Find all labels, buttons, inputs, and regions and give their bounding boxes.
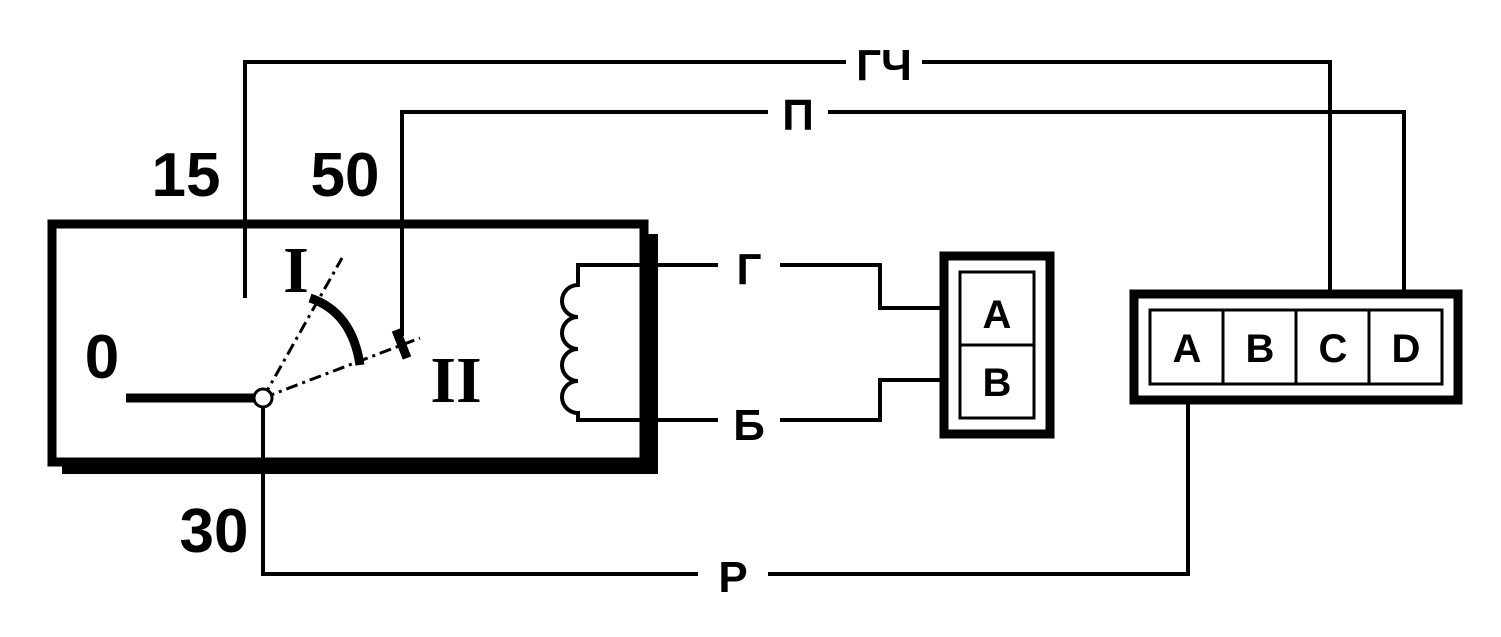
switch-body [47,219,649,467]
wire-b-label: Б [733,401,765,450]
connector-4pin [1129,289,1463,405]
wire-r-label: Р [718,553,747,602]
connector-4pin-b: B [1246,327,1275,371]
connector-2pin-b: B [983,361,1012,405]
wire-b [660,378,958,422]
terminal-30-label: 30 [180,497,249,566]
wire-p [400,110,1406,336]
contact-arc [308,293,365,366]
position-2-tick [391,328,412,360]
connector-4pin-c: C [1319,327,1348,371]
connector-2pin-a: A [983,293,1012,337]
position-1-label: I [283,234,309,307]
wire-gch [243,60,1332,318]
wire-g [660,263,958,310]
terminal-15-label: 15 [152,141,221,210]
wire-gch-label: ГЧ [856,41,912,90]
connector-4pin-d: D [1392,327,1421,371]
connector-2pin [939,251,1055,439]
ignition-switch [47,219,660,474]
position-1-line [261,257,344,399]
position-2-line [262,336,421,400]
position-2-label: II [430,344,481,417]
position-0-label: 0 [85,323,119,392]
connector-4pin-a: A [1173,327,1202,371]
wire-p-label: П [782,91,814,140]
coil-icon [560,263,660,422]
wire-g-label: Г [737,245,762,294]
switch-pivot [252,387,274,409]
terminal-50-label: 50 [311,141,380,210]
